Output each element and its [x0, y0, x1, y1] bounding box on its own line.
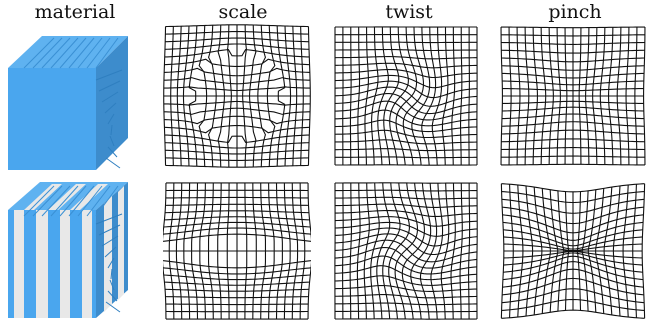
grid-line [334, 310, 477, 313]
grid-line [335, 189, 478, 192]
grid-line [468, 26, 470, 166]
grid-line [334, 109, 477, 127]
grid-line [334, 93, 478, 115]
grid-line [335, 196, 478, 200]
grid-line [622, 184, 629, 318]
deformation-grid-scale-row2 [163, 180, 311, 322]
grid-line [307, 182, 311, 320]
grid-line [501, 298, 645, 312]
grid-line [299, 182, 306, 320]
grid-line [641, 183, 646, 319]
grid-line [165, 164, 309, 168]
grid-line [625, 27, 630, 165]
grid-line [459, 183, 463, 320]
grid-line [634, 27, 638, 165]
grid-line [459, 27, 463, 166]
grid-line [612, 185, 621, 317]
grid-line [165, 303, 309, 306]
deformation-grid-twist-row2 [332, 180, 480, 322]
grid-line [643, 27, 646, 165]
grid-line [356, 182, 361, 319]
grid-line [501, 147, 645, 151]
grid-line [394, 182, 419, 320]
grid-line [334, 302, 477, 306]
grid-line [421, 27, 437, 166]
grid-line [388, 182, 410, 319]
deformation-grid-twist-row1 [332, 24, 480, 168]
grid-line [501, 26, 645, 29]
material-cube-solid [4, 32, 132, 172]
grid-line [307, 26, 311, 166]
grid-line [334, 294, 477, 299]
deformation-grid-pinch-row1 [498, 24, 648, 168]
grid-line [335, 62, 478, 69]
grid-line [451, 27, 456, 166]
grid-line [335, 48, 478, 52]
column-label-scale: scale [218, 1, 268, 23]
grid-line [501, 155, 645, 158]
grid-line [165, 149, 309, 155]
grid-line [283, 182, 291, 320]
grid-line [292, 26, 298, 166]
grid-line [335, 203, 478, 208]
deformation-grid-pinch-row2 [498, 180, 648, 322]
grid-line [501, 163, 645, 166]
grid-line [501, 309, 645, 319]
grid-line [349, 182, 352, 319]
grid-line [284, 25, 292, 167]
column-label-material: material [34, 1, 116, 23]
grid-line [291, 182, 299, 320]
grid-line [342, 182, 344, 319]
grid-line [335, 74, 478, 89]
grid-line [500, 27, 503, 165]
grid-line [357, 26, 361, 165]
grid-line [370, 182, 380, 319]
grid-line [419, 183, 438, 320]
grid-line [349, 27, 352, 165]
grid-line [364, 26, 369, 165]
grid-line [501, 288, 645, 304]
material-cube-striped [4, 180, 132, 320]
grid-line [334, 148, 477, 152]
grid-line [402, 27, 425, 166]
column-label-twist: twist [385, 1, 433, 23]
grid-line [431, 27, 443, 166]
deformation-grid-scale-row1 [163, 24, 311, 168]
grid-line [335, 56, 478, 60]
grid-line [450, 183, 456, 320]
grid-line [616, 27, 622, 165]
grid-line [335, 221, 478, 237]
grid-line [500, 183, 505, 319]
column-label-pinch: pinch [548, 1, 602, 23]
grid-line [468, 183, 471, 320]
grid-line [334, 139, 477, 145]
grid-line [383, 26, 400, 165]
grid-line [632, 184, 637, 318]
grid-line [334, 156, 477, 159]
grid-line [501, 183, 645, 193]
grid-line [300, 26, 304, 166]
grid-line [165, 157, 309, 161]
